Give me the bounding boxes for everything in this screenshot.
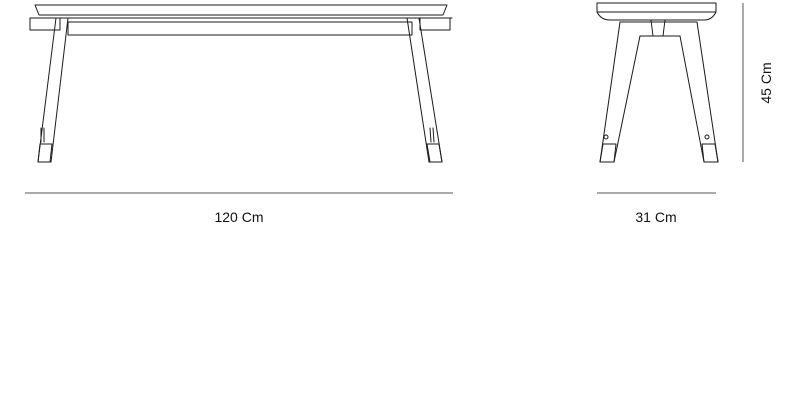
depth-dimension-label: 31 Cm bbox=[635, 209, 676, 225]
side-left-foot bbox=[599, 143, 617, 163]
height-dimension: 45 Cm bbox=[742, 3, 774, 162]
width-dimension: 120 Cm bbox=[25, 192, 453, 225]
side-right-foot bbox=[701, 143, 719, 163]
width-dimension-label: 120 Cm bbox=[214, 209, 263, 225]
right-leg bbox=[406, 17, 443, 163]
side-right-bolt-hole bbox=[704, 134, 710, 140]
depth-dimension: 31 Cm bbox=[597, 192, 716, 225]
apron bbox=[67, 21, 413, 36]
left-leg bbox=[37, 17, 69, 163]
left-leg-foot bbox=[37, 143, 53, 163]
side-left-bolt-hole bbox=[603, 134, 609, 140]
height-dimension-label: 45 Cm bbox=[758, 62, 774, 103]
left-leg-bolt bbox=[40, 127, 45, 143]
bench-front-view bbox=[29, 4, 453, 163]
right-leg-bolt bbox=[429, 127, 435, 143]
left-cleat bbox=[29, 17, 61, 31]
side-seat bbox=[596, 2, 717, 21]
right-cleat bbox=[419, 17, 451, 31]
right-leg-foot bbox=[426, 143, 443, 163]
bench-side-view bbox=[596, 2, 719, 163]
seat-top bbox=[34, 4, 448, 16]
side-a-frame bbox=[599, 21, 719, 163]
